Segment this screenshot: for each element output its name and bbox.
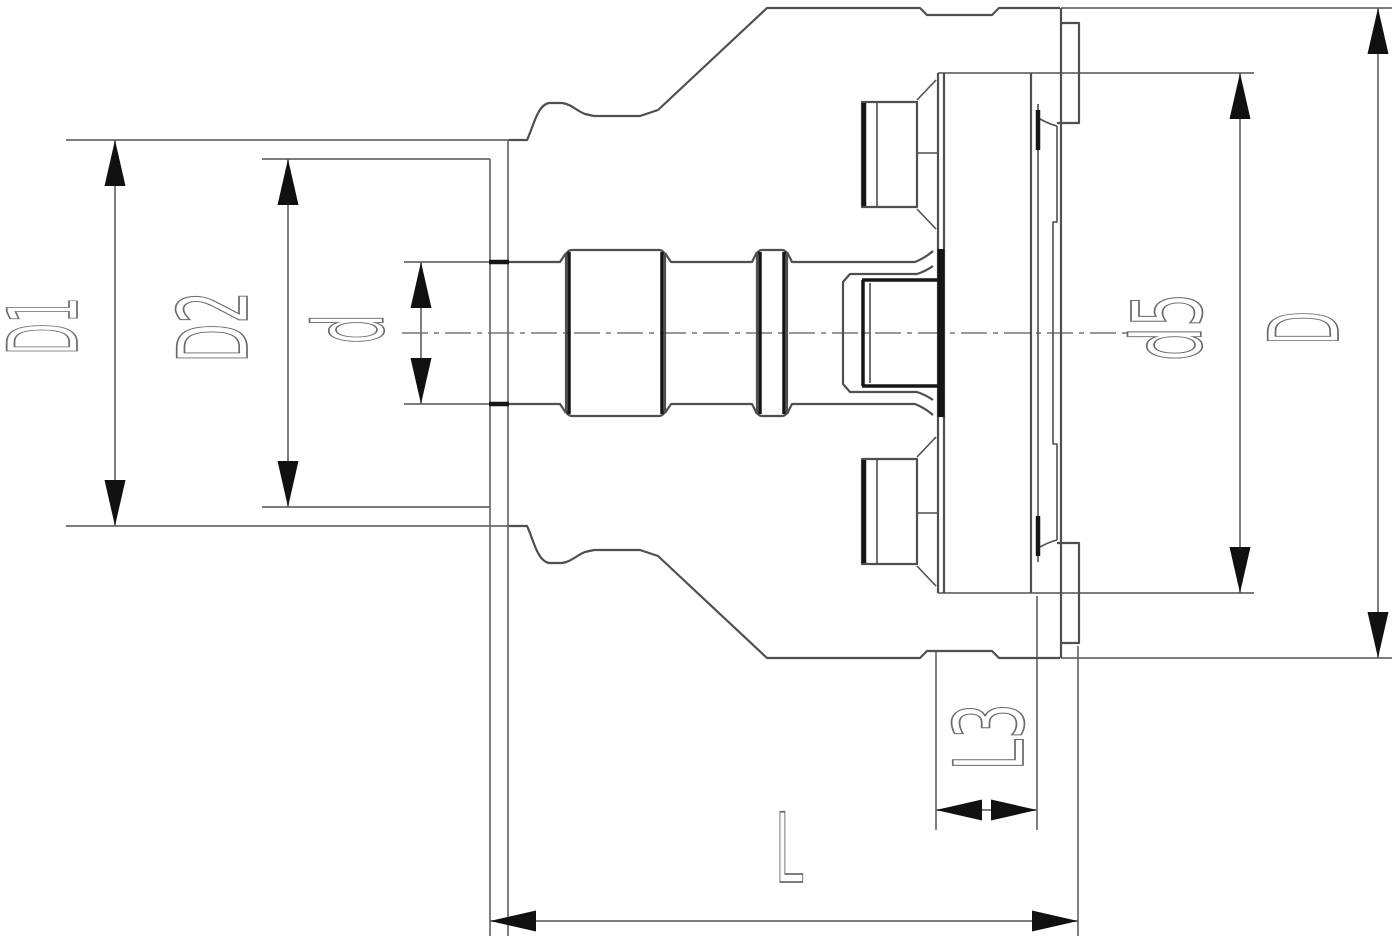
- dimension-label-l3: L3: [934, 703, 1046, 771]
- part-outline: [509, 6, 1081, 660]
- dimension-label-d-major: D: [1249, 311, 1361, 345]
- dimension-label-d1: D1: [0, 297, 100, 355]
- dimension-label-d2: D2: [158, 291, 270, 363]
- dimension-label-d: d: [294, 314, 406, 344]
- extension-lines: [66, 7, 1392, 936]
- dimension-label-l: L: [775, 793, 803, 905]
- dimension-arrows: [104, 8, 1389, 932]
- dimension-labels: D1 D2 d d5 D L3 L: [0, 290, 1362, 906]
- dimension-lines: [114, 8, 1379, 922]
- dimension-label-d5: d5: [1112, 293, 1224, 361]
- thick-edges: [489, 103, 1041, 563]
